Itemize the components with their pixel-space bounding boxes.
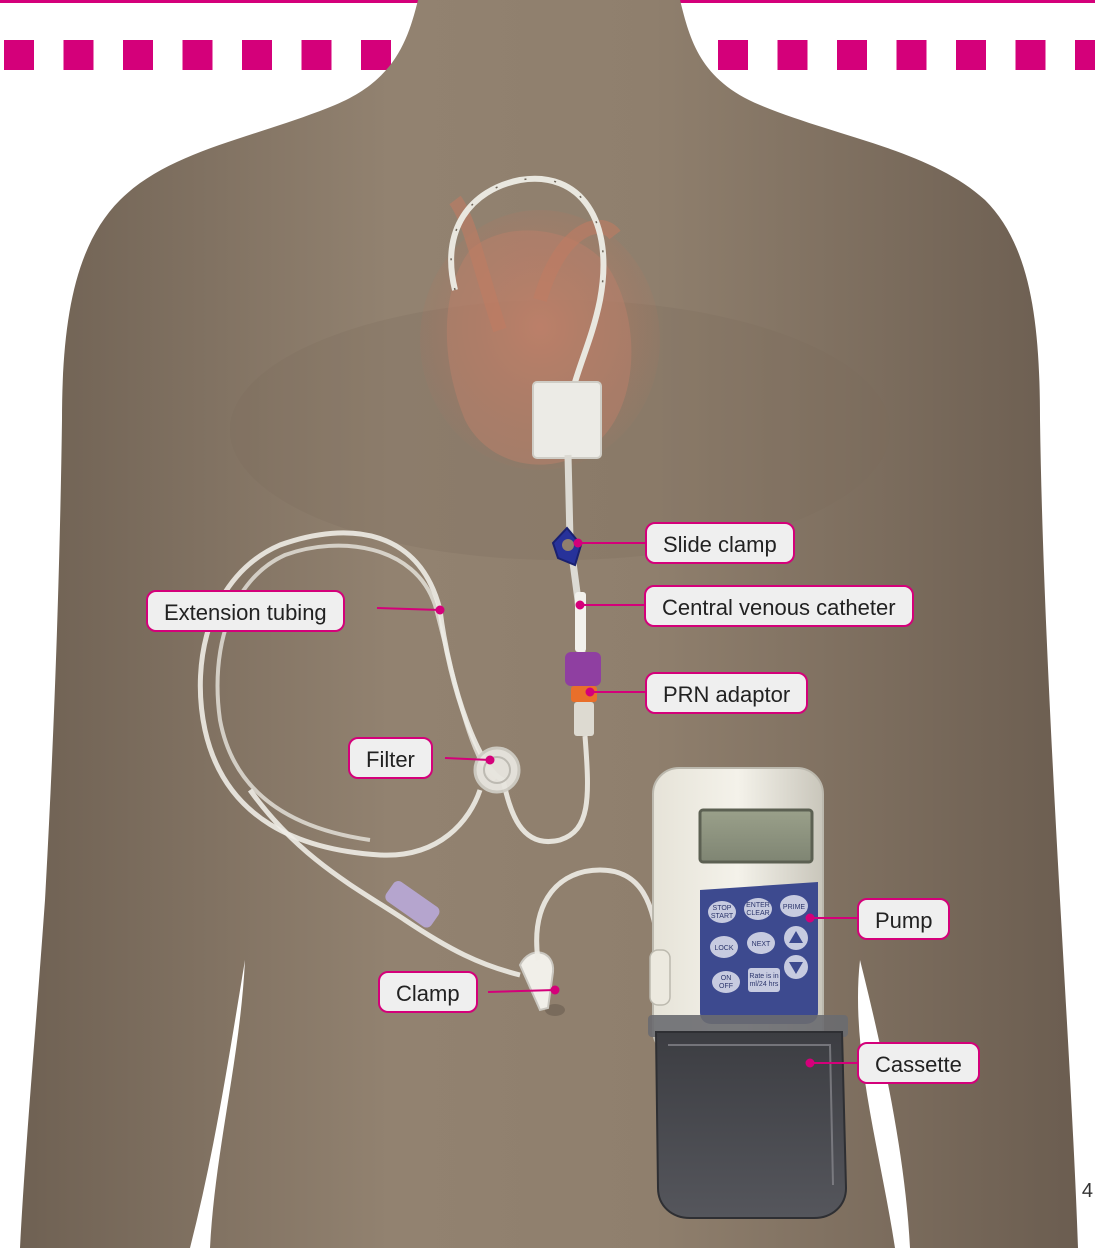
cassette-body <box>656 1032 846 1218</box>
catheter-dressing <box>533 382 601 458</box>
filter-device <box>475 748 519 792</box>
decorative-square <box>956 40 986 70</box>
decorative-square <box>837 40 867 70</box>
decorative-square <box>302 40 332 70</box>
decorative-square <box>242 40 272 70</box>
label-extension-tubing: Extension tubing <box>146 590 345 632</box>
decorative-square <box>123 40 153 70</box>
decorative-square <box>64 40 94 70</box>
decorative-square <box>1075 40 1095 70</box>
on-off-key-label-2: OFF <box>719 983 733 990</box>
prime-key-label: PRIME <box>783 904 806 911</box>
label-central-venous-catheter: Central venous catheter <box>644 585 914 627</box>
stop-start-key-label-1: STOP <box>713 905 732 912</box>
label-cassette: Cassette <box>857 1042 980 1084</box>
pump-screen <box>700 810 812 862</box>
decorative-square <box>183 40 213 70</box>
decorative-square <box>718 40 748 70</box>
decorative-square <box>361 40 391 70</box>
page-number: 4 <box>1082 1180 1093 1203</box>
prn-adaptor-purple <box>565 652 601 686</box>
rate-panel-label-1: Rate is in <box>749 973 778 980</box>
rate-panel <box>748 968 780 992</box>
label-filter: Filter <box>348 737 433 779</box>
next-key-label: NEXT <box>752 941 771 948</box>
label-pump: Pump <box>857 898 950 940</box>
label-prn-adaptor: PRN adaptor <box>645 672 808 714</box>
decorative-square <box>4 40 34 70</box>
label-clamp: Clamp <box>378 971 478 1013</box>
stop-start-key-label-2: START <box>711 913 734 920</box>
on-off-key-label-1: ON <box>721 975 732 982</box>
slide-clamp-hole <box>562 539 574 551</box>
lock-key-label: LOCK <box>714 945 733 952</box>
pump-keys: STOP START ENTER CLEAR PRIME LOCK NEXT O… <box>708 895 808 993</box>
decorative-square <box>778 40 808 70</box>
pump-side-clip <box>650 950 670 1005</box>
decorative-square <box>1016 40 1046 70</box>
enter-clear-key-label-2: CLEAR <box>746 910 769 917</box>
enter-clear-key-label-1: ENTER <box>746 902 770 909</box>
decorative-square <box>897 40 927 70</box>
prn-adaptor-clear <box>574 702 594 736</box>
rate-panel-label-2: ml/24 hrs <box>750 981 779 988</box>
label-slide-clamp: Slide clamp <box>645 522 795 564</box>
